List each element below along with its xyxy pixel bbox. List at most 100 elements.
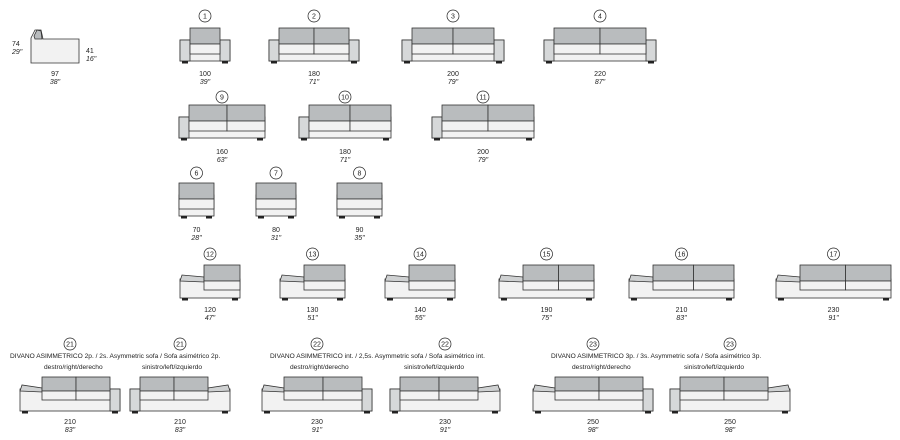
- side-view: 74 29" 41 16" 97 38": [11, 29, 97, 86]
- module-foot: [182, 61, 188, 64]
- module-foot: [631, 298, 637, 301]
- module-width-cm: 230: [439, 419, 451, 426]
- module-seat-cushion: [173, 390, 209, 401]
- module-back-cushion: [411, 27, 454, 45]
- module-width-in: 87": [595, 79, 606, 86]
- module-reclined-cushion: [207, 384, 231, 393]
- module-back-cushion: [553, 27, 601, 45]
- module-width-cm: 190: [541, 307, 553, 314]
- module-width-in: 75": [541, 315, 552, 322]
- module-foot: [672, 411, 678, 414]
- module-reclined-cushion: [775, 274, 801, 283]
- module-number: 6: [195, 171, 199, 178]
- module-foot: [726, 298, 732, 301]
- module-back-cushion: [255, 182, 297, 200]
- module-width-in: 31": [271, 235, 282, 242]
- module-width-cm: 210: [676, 307, 688, 314]
- module-reclined-cushion: [498, 274, 524, 283]
- module-arm: [361, 388, 373, 412]
- module-reclined-cushion: [19, 384, 43, 393]
- module-back-cushion: [554, 376, 600, 392]
- module-seat-cushion: [799, 280, 846, 291]
- module-number-circle: [438, 337, 452, 351]
- module-width-in: 39": [200, 79, 211, 86]
- module-seat-cushion: [845, 280, 892, 291]
- module-width-in: 98": [725, 427, 736, 434]
- module-back-cushion: [522, 264, 559, 282]
- module-number: 21: [66, 342, 74, 349]
- module-arm-left: [431, 116, 443, 139]
- module-back-cushion: [336, 182, 383, 200]
- module-width-cm: 210: [64, 419, 76, 426]
- module-foot: [645, 411, 651, 414]
- module-width-cm: 250: [587, 419, 599, 426]
- module-number-circle: [723, 337, 737, 351]
- module-seat-cushion: [349, 120, 392, 132]
- module-foot: [257, 138, 263, 141]
- module-foot: [782, 411, 788, 414]
- module-width-cm: 230: [828, 307, 840, 314]
- module-back-cushion: [283, 376, 324, 392]
- module-seat-cushion: [599, 43, 647, 55]
- module-width-in: 28": [190, 235, 202, 242]
- module-width-cm: 180: [308, 71, 320, 78]
- module-number-circle: [593, 9, 607, 23]
- module-arm: [669, 388, 681, 412]
- module-number: 21: [176, 342, 184, 349]
- module-width-in: 83": [65, 427, 76, 434]
- module-number: 2: [312, 14, 316, 21]
- module-foot: [182, 298, 188, 301]
- module-back-cushion: [349, 104, 392, 122]
- module-foot: [387, 298, 393, 301]
- module-back-cushion: [308, 104, 351, 122]
- module-number: 12: [206, 252, 214, 259]
- module-arm-right: [493, 39, 505, 62]
- asym-right-label: destro/right/derecho: [290, 364, 349, 371]
- side-depth-cm: 97: [51, 71, 59, 78]
- module-width-cm: 140: [414, 307, 426, 314]
- module-seat-cushion: [41, 390, 77, 401]
- module-arm-right: [348, 39, 360, 62]
- module-back-cushion: [679, 376, 725, 392]
- module-foot: [434, 138, 440, 141]
- module-width-cm: 90: [356, 227, 364, 234]
- module-seat-cushion: [652, 280, 694, 291]
- module-seat-cushion: [553, 43, 601, 55]
- module-number-circle: [190, 166, 203, 180]
- module-reclined-cushion: [532, 384, 556, 393]
- module-number-circle: [353, 166, 366, 180]
- module-foot: [586, 298, 592, 301]
- side-seat-in: 16": [86, 56, 97, 63]
- module-width-cm: 210: [174, 419, 186, 426]
- module-number: 14: [416, 252, 424, 259]
- module-back-cushion: [75, 376, 111, 392]
- asym-group-title: DIVANO ASIMMETRICO 3p. / 3s. Asymmetric …: [551, 353, 761, 360]
- module-seat-cushion: [203, 280, 241, 291]
- module-foot: [288, 216, 294, 219]
- module-back-cushion: [845, 264, 892, 282]
- module-back-cushion: [452, 27, 495, 45]
- module-back-cushion: [322, 376, 363, 392]
- module-width-in: 98": [588, 427, 599, 434]
- module-seat-cushion: [308, 120, 351, 132]
- module-seat-cushion: [303, 280, 346, 291]
- module-foot: [374, 216, 380, 219]
- module-number-circle: [307, 9, 321, 23]
- module-seat-cushion: [438, 390, 479, 401]
- module-seat-cushion: [399, 390, 440, 401]
- module-foot: [282, 298, 288, 301]
- module-back-cushion: [441, 104, 489, 122]
- module-foot: [337, 298, 343, 301]
- module-number: 13: [309, 252, 317, 259]
- module-foot: [181, 216, 187, 219]
- asym-group-title: DIVANO ASIMMETRICO int. / 2,5s. Asymmetr…: [270, 353, 485, 360]
- module-foot: [492, 411, 498, 414]
- module-seat-cushion: [313, 43, 350, 55]
- module-foot: [206, 216, 212, 219]
- module-arm-left: [179, 39, 191, 62]
- module-arm-left: [268, 39, 280, 62]
- asym-group-3: DIVANO ASIMMETRICO 3p. / 3s. Asymmetric …: [551, 353, 761, 371]
